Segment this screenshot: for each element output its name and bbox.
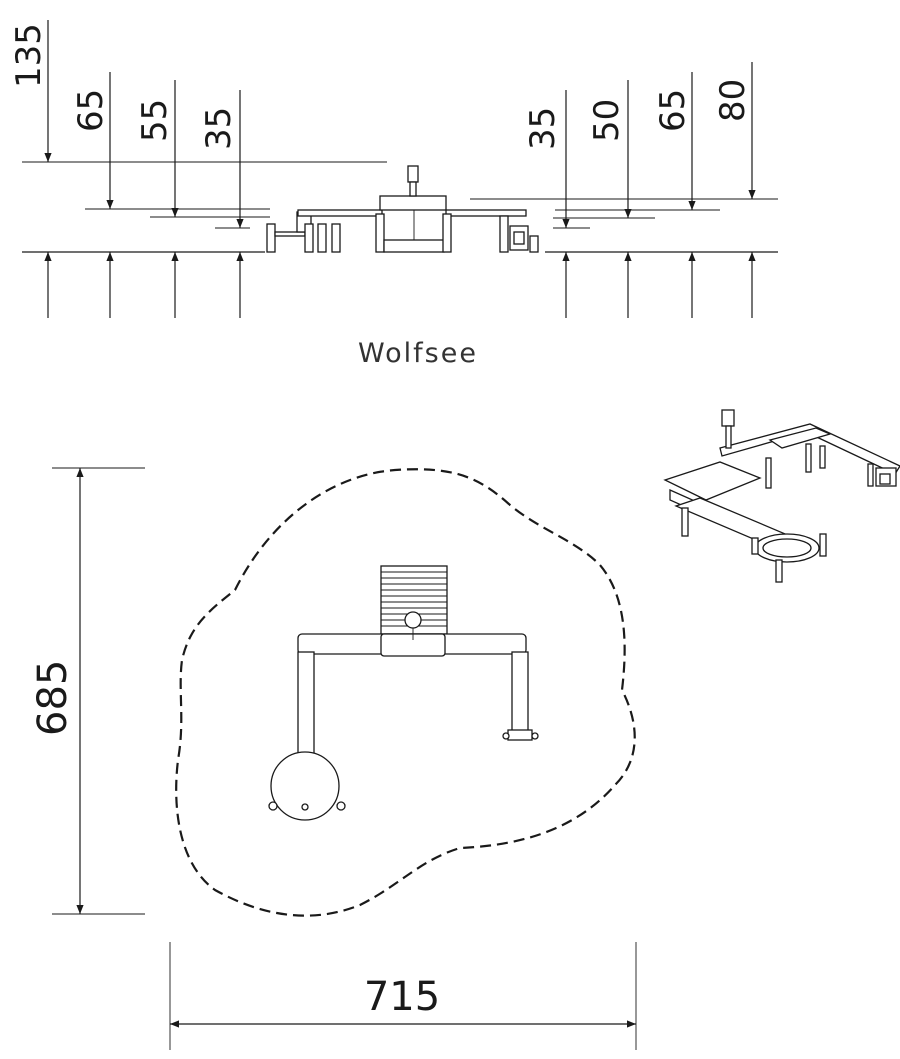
height-label-65-left: 65 — [71, 89, 111, 132]
height-label-135: 135 — [9, 23, 49, 88]
height-label-65-right: 65 — [653, 89, 693, 132]
height-label-35-left: 35 — [199, 107, 239, 150]
height-label-35-right: 35 — [523, 107, 563, 150]
safety-zone-outline — [175, 468, 636, 917]
height-label-50: 50 — [587, 99, 627, 142]
isometric-view — [663, 409, 900, 583]
equipment-plan — [268, 565, 539, 821]
product-title: Wolfsee — [358, 338, 478, 369]
depth-label: 685 — [30, 660, 76, 736]
height-label-80: 80 — [713, 79, 753, 122]
width-label: 715 — [364, 974, 440, 1020]
height-label-55: 55 — [135, 99, 175, 142]
elevation-view: 135 65 55 35 35 50 65 80 — [9, 20, 778, 369]
equipment-elevation — [266, 165, 539, 253]
plan-view: 685 715 — [30, 467, 637, 1050]
